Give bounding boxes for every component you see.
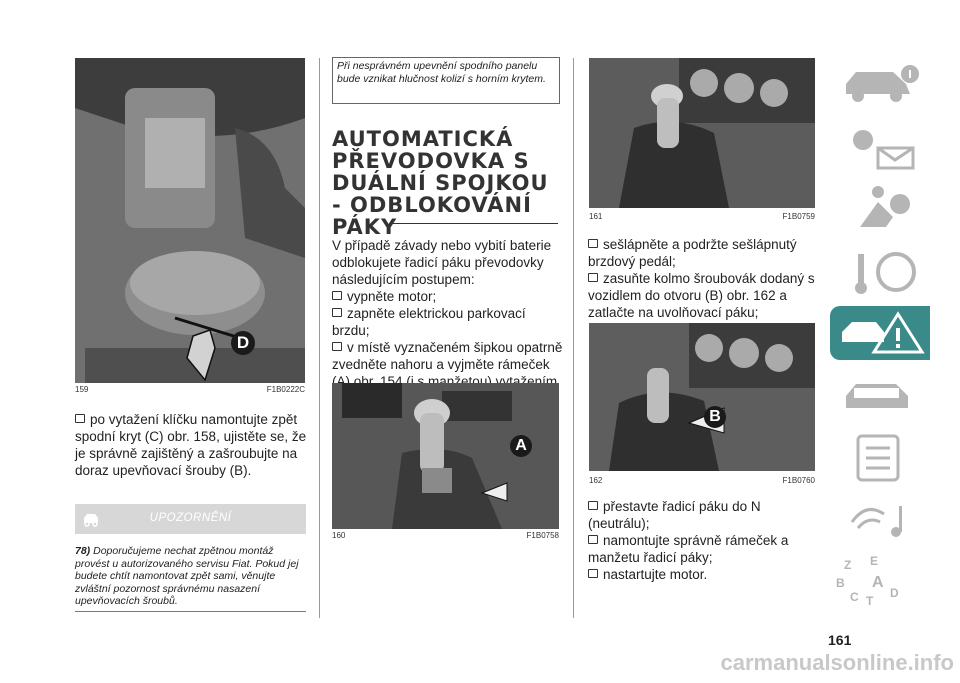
step-item: vypněte motor; [332, 288, 564, 305]
specifications-icon [856, 434, 900, 482]
figure-159-caption: 159 F1B0222C [75, 385, 305, 394]
checkbox-icon [588, 273, 598, 282]
tab-emergency[interactable] [830, 306, 930, 360]
checkbox-icon [332, 342, 342, 351]
key-steering-icon [855, 252, 916, 294]
checkbox-icon [588, 239, 598, 248]
figure-162-caption: 162 F1B0760 [589, 476, 815, 485]
checkbox-icon [332, 308, 342, 317]
figure-number: 159 [75, 385, 89, 394]
checkbox-icon [588, 501, 598, 510]
figure-code: F1B0759 [782, 212, 815, 221]
column2-text: V případě závady nebo vybití baterie odb… [332, 237, 564, 407]
figure-number: 161 [589, 212, 603, 221]
checkbox-icon [75, 414, 85, 423]
tab-multimedia[interactable] [830, 492, 930, 546]
tab-safety[interactable] [830, 182, 930, 236]
tab-technical-data[interactable] [830, 430, 930, 484]
tab-starting-driving[interactable] [830, 244, 930, 298]
section-heading: AUTOMATICKÁ PŘEVODOVKA S DUÁLNÍ SPOJKOU … [332, 127, 549, 239]
warning-car-icon [84, 514, 98, 527]
figure-162-callout: B [704, 406, 726, 428]
warning-header [75, 504, 306, 534]
column-divider [573, 58, 574, 618]
figure-160-callout: A [510, 435, 532, 457]
figure-161-caption: 161 F1B0759 [589, 212, 815, 221]
step-item: zapněte elektrickou parkovací brzdu; [332, 306, 526, 338]
heading-rule [390, 223, 558, 224]
safety-airbag-icon [860, 186, 910, 227]
page-number: 161 [828, 632, 852, 648]
figure-code: F1B0758 [526, 531, 559, 540]
figure-code: F1B0222C [266, 385, 305, 394]
tab-car-info[interactable] [830, 58, 930, 112]
step-item: přestavte řadicí páku do N (neutrálu); [588, 499, 761, 531]
column1-step: po vytažení klíčku namontujte zpět spodn… [75, 412, 307, 478]
step-item: namontujte správně rámeček a manžetu řad… [588, 533, 789, 565]
note-text: Při nesprávném upevnění spodního panelu … [337, 60, 546, 85]
figure-159-photo: D [75, 58, 305, 383]
warning-triangle-icon [842, 311, 925, 354]
checkbox-icon [332, 291, 342, 300]
column3-text-a: sešlápněte a podržte sešlápnutý brzdový … [588, 236, 820, 321]
figure-161-photo [589, 58, 815, 208]
step-item: zasuňte kolmo šroubovák dodaný s vozidle… [588, 271, 815, 320]
tab-dashboard-lights[interactable] [830, 120, 930, 174]
column-divider [319, 58, 320, 618]
warning-title: UPOZORNĚNÍ [149, 512, 232, 524]
car-service-icon [846, 384, 908, 408]
car-info-icon [846, 65, 919, 102]
step-item: sešlápněte a podržte sešlápnutý brzdový … [588, 237, 797, 269]
figure-160-photo: A [332, 383, 559, 529]
watermark: carmanualsonline.info [720, 650, 955, 675]
tab-maintenance[interactable] [830, 368, 930, 422]
figure-number: 160 [332, 531, 346, 540]
index-icon: Z E B A C T D [836, 554, 899, 608]
checkbox-icon [588, 535, 598, 544]
dashboard-lights-icon [853, 130, 915, 170]
figure-code: F1B0760 [782, 476, 815, 485]
checkbox-icon [588, 569, 598, 578]
figure-162-photo: B [589, 323, 815, 471]
column3-text-b: přestavte řadicí páku do N (neutrálu); n… [588, 498, 820, 583]
multimedia-icon [850, 506, 902, 537]
warning-box-bottom [75, 611, 306, 612]
figure-159-callout: D [231, 331, 255, 355]
warning-number: 78) [75, 545, 91, 557]
warning-text: 78) Doporučujeme nechat zpětnou montáž p… [75, 545, 299, 607]
figure-number: 162 [589, 476, 603, 485]
tab-index[interactable]: Z E B A C T D [830, 554, 930, 608]
step-item: nastartujte motor. [588, 566, 820, 583]
figure-160-caption: 160 F1B0758 [332, 531, 559, 540]
intro-paragraph: V případě závady nebo vybití baterie odb… [332, 238, 552, 287]
note-box [332, 57, 560, 104]
